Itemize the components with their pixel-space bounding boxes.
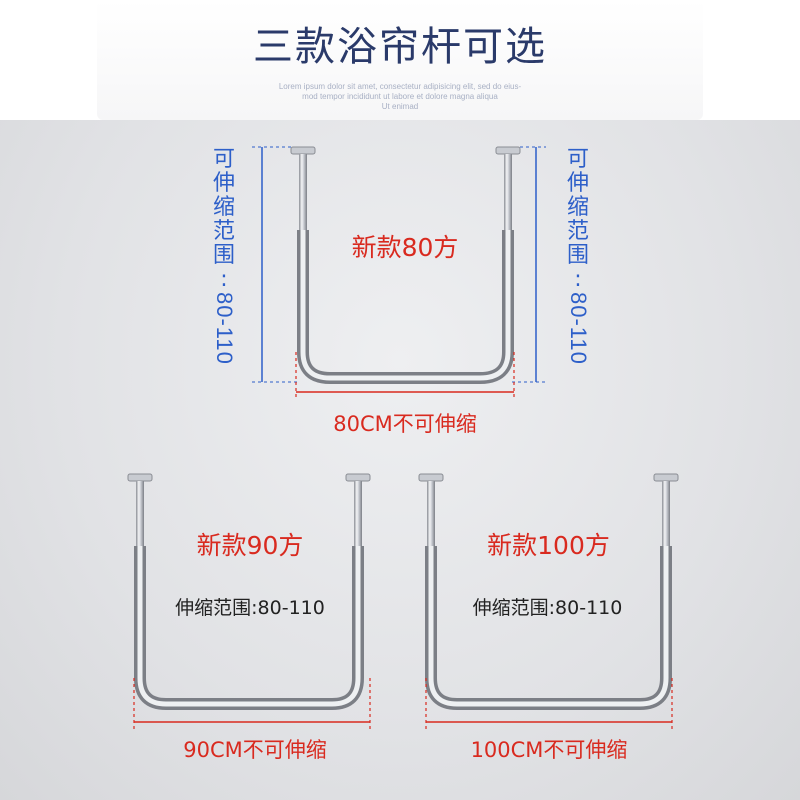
rod-90-u-highlight <box>137 546 361 707</box>
page-title: 三款浴帘杆可选 <box>253 24 547 70</box>
rod-80-vertical-dimension <box>252 146 546 383</box>
rod-100-u-highlight <box>428 546 669 707</box>
header-panel <box>97 0 703 120</box>
product-100-width-label: 100CM不可伸缩 <box>470 738 628 762</box>
range-char: 伸 <box>566 171 589 196</box>
rod-100-u-outline <box>425 546 672 710</box>
rod-100-upper-left <box>427 481 435 551</box>
rod-90-flange-left <box>127 473 153 482</box>
rod-90-upper-left <box>136 481 144 551</box>
product-80-name: 新款80方 <box>351 233 459 262</box>
rod-80 <box>290 146 521 384</box>
range-char: 范 <box>566 219 589 244</box>
range-char: 伸 <box>212 171 235 196</box>
rod-90-width-dimension <box>133 678 371 730</box>
rod-90 <box>127 473 371 710</box>
product-80-width-label: 80CM不可伸缩 <box>333 412 477 436</box>
rod-90-u-outline <box>134 546 364 710</box>
range-char: 缩 <box>566 195 589 220</box>
product-100-range-label: 伸缩范围:80-110 <box>472 597 623 619</box>
rod-90-flange-right <box>345 473 371 482</box>
range-char: 范 <box>212 219 235 244</box>
product-90-range-label: 伸缩范围:80-110 <box>175 597 325 619</box>
rod-100-flange-left <box>418 473 444 482</box>
range-vertical-left: 可 伸 缩 范 围 : 80-110 <box>212 147 237 365</box>
range-char: 围 <box>212 243 235 268</box>
range-vertical-right: 可 伸 缩 范 围 : 80-110 <box>566 147 591 365</box>
rod-80-upper-right <box>504 154 512 234</box>
range-number: 80-110 <box>566 292 591 365</box>
lorem-line-1: Lorem ipsum dolor sit amet, consectetur … <box>278 82 522 91</box>
rod-80-upper-left <box>299 154 307 234</box>
rod-90-upper-right <box>354 481 362 551</box>
rod-80-u-highlight <box>300 230 511 381</box>
range-char: : <box>574 267 582 292</box>
product-90-name: 新款90方 <box>196 531 304 560</box>
range-char: 缩 <box>212 195 235 220</box>
rod-100-width-dimension <box>425 678 673 730</box>
rod-100-upper-right <box>662 481 670 551</box>
rod-100-flange-right <box>653 473 679 482</box>
lorem-text: Lorem ipsum dolor sit amet, consectetur … <box>0 82 800 112</box>
rod-80-flange-right <box>495 146 521 155</box>
range-char: 可 <box>212 147 235 172</box>
range-char: 可 <box>566 147 589 172</box>
rod-100 <box>418 473 679 710</box>
product-90-width-label: 90CM不可伸缩 <box>183 738 327 762</box>
range-char: : <box>220 267 228 292</box>
lorem-line-3: Ut enimad <box>381 102 419 111</box>
range-char: 围 <box>566 243 589 268</box>
range-number: 80-110 <box>212 292 237 365</box>
lorem-line-2: mod tempor incididunt ut labore et dolor… <box>302 92 498 101</box>
rod-80-width-dimension <box>295 352 515 398</box>
rod-80-flange-left <box>290 146 316 155</box>
product-100-name: 新款100方 <box>487 531 610 560</box>
